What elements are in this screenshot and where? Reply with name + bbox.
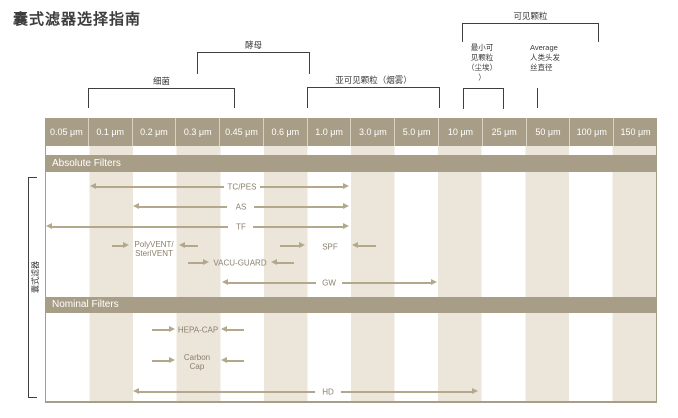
scale-cell: 0.45 μm [219,118,263,146]
filter-label: GW [322,278,336,288]
capsule-filters-side-label: 囊式滤器 [31,261,40,293]
arrowhead-left [133,203,139,209]
arrowhead-left [46,223,52,229]
filter-range-line [95,186,224,188]
arrowhead-right [472,388,478,394]
arrowhead-left [179,242,185,248]
filter-label: TF [236,222,246,232]
arrowhead-left [133,388,139,394]
scale-cell: 1.0 μm [306,118,351,146]
scale-cell: 25 μm [481,118,526,146]
arrowhead-left [352,242,358,248]
scale-cell: 0.1 μm [87,118,132,146]
section-band-absolute-filters: Absolute Filters [46,155,656,172]
filter-range-line [226,360,244,362]
filter-range-line [254,206,344,208]
arrowhead-right [299,242,305,248]
arrowhead-right [169,357,175,363]
filter-range-line [188,262,204,264]
filter-range-line [341,391,473,393]
section-band-nominal-filters: Nominal Filters [46,297,656,313]
scale-cell: 3.0 μm [350,118,395,146]
filter-range-line [357,245,376,247]
scale-cell: 10 μm [438,118,482,146]
arrowhead-right [431,279,437,285]
filter-range-line [112,245,124,247]
scale-cell: 50 μm [525,118,570,146]
bracket-visible-particles: 可见颗粒 [462,11,599,42]
scale-cell: 0.05 μm [45,118,88,146]
arrowhead-left [221,326,227,332]
chart-body: Absolute Filters Nominal Filters [45,146,657,403]
arrowhead-right [203,259,209,265]
bracket-dust-range [463,88,504,109]
scale-cell: 150 μm [613,118,657,146]
hair-diameter-pointer-line [537,88,538,108]
scale-cell: 0.3 μm [175,118,220,146]
scale-cell: 5.0 μm [394,118,439,146]
capsule-filters-bracket [28,177,37,398]
filter-range-line [253,226,344,228]
scale-cell: 0.6 μm [262,118,307,146]
filter-label: TC/PES [227,182,257,192]
bracket-subvisible-particles: 亚可见颗粒（烟雾） [307,75,440,108]
scale-cell: 100 μm [569,118,614,146]
filter-range-line [260,186,344,188]
arrowhead-right [123,242,129,248]
filter-range-line [226,329,244,331]
filter-range-line [152,329,170,331]
note-smallest-visible-dust: 最小可 见颗粒 （尘埃） ） [467,43,497,82]
filter-label: SPF [322,242,338,252]
filter-label: Carbon Cap [183,353,211,371]
filter-range-line [184,245,198,247]
arrowhead-right [169,326,175,332]
filter-label: VACU-GUARD [213,258,267,268]
filter-range-line [138,391,315,393]
arrowhead-left [221,357,227,363]
filter-range-line [152,360,170,362]
bracket-subvisible-label: 亚可见颗粒（烟雾） [335,75,412,85]
arrowhead-right [343,183,349,189]
note-average-human-hair: Average 人类头发 丝直径 [530,43,560,72]
arrowhead-left [271,259,277,265]
arrowhead-right [343,223,349,229]
bracket-yeast: 酵母 [197,40,310,74]
bracket-bacteria-label: 细菌 [152,76,171,86]
bracket-bacteria: 细菌 [88,76,235,108]
filter-range-line [342,282,432,284]
arrowhead-right [343,203,349,209]
filter-range-line [280,245,300,247]
arrowhead-left [222,279,228,285]
filter-range-line [276,262,294,264]
filter-label: PolyVENT/ SteriVENT [134,240,174,258]
filter-label: AS [235,202,247,212]
page-title: 囊式滤器选择指南 [13,11,142,28]
filter-range-line [138,206,227,208]
bracket-visible-label: 可见颗粒 [513,11,548,21]
filter-range-line [227,282,316,284]
filter-label: HEPA-CAP [177,325,219,335]
filter-range-line [51,226,228,228]
bracket-yeast-label: 酵母 [244,40,263,50]
figure-layer: TC/PES AS TF PolyVENT/ SteriVENT SPF VACU-GUA… [45,146,657,403]
scale-cell: 0.2 μm [131,118,176,146]
arrowhead-left [90,183,96,189]
filter-label: HD [322,387,334,397]
